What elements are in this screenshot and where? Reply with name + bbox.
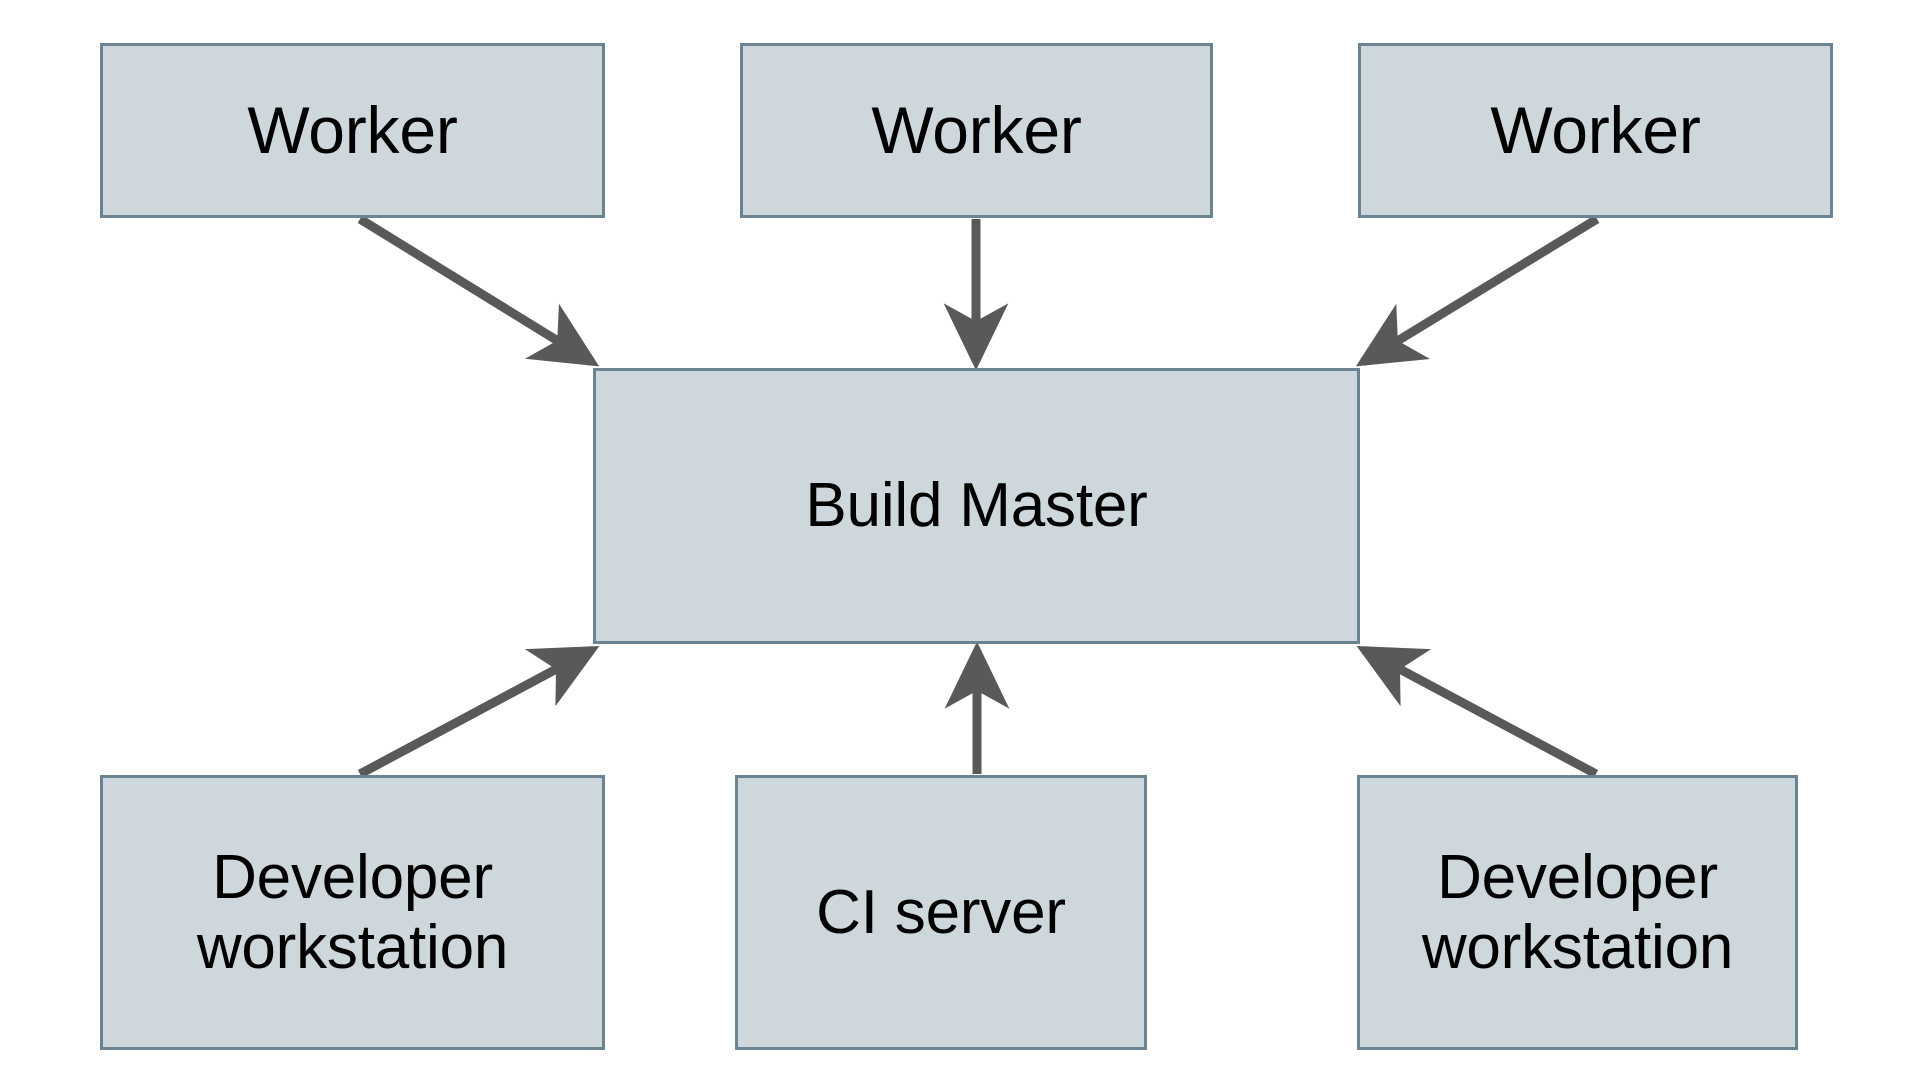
edge-dev-left-to-master	[357, 646, 600, 778]
edge-worker-left-to-master	[357, 215, 600, 367]
node-label: Build Master	[805, 471, 1148, 541]
node-worker-mid[interactable]: Worker	[740, 43, 1213, 218]
node-label: Worker	[247, 92, 458, 167]
node-label: Developer workstation	[196, 843, 509, 982]
node-worker-right[interactable]: Worker	[1358, 43, 1833, 218]
node-label: Worker	[1490, 92, 1701, 167]
node-worker-left[interactable]: Worker	[100, 43, 605, 218]
edge-worker-right-to-master	[1355, 215, 1600, 367]
node-developer-workstation-left[interactable]: Developer workstation	[100, 775, 605, 1050]
edge-dev-right-to-master	[1356, 646, 1599, 778]
node-developer-workstation-right[interactable]: Developer workstation	[1357, 775, 1798, 1050]
node-ci-server[interactable]: CI server	[735, 775, 1147, 1050]
node-build-master[interactable]: Build Master	[593, 368, 1360, 644]
node-label: Worker	[871, 92, 1082, 167]
node-label: Developer workstation	[1421, 843, 1734, 982]
node-label: CI server	[816, 877, 1066, 947]
